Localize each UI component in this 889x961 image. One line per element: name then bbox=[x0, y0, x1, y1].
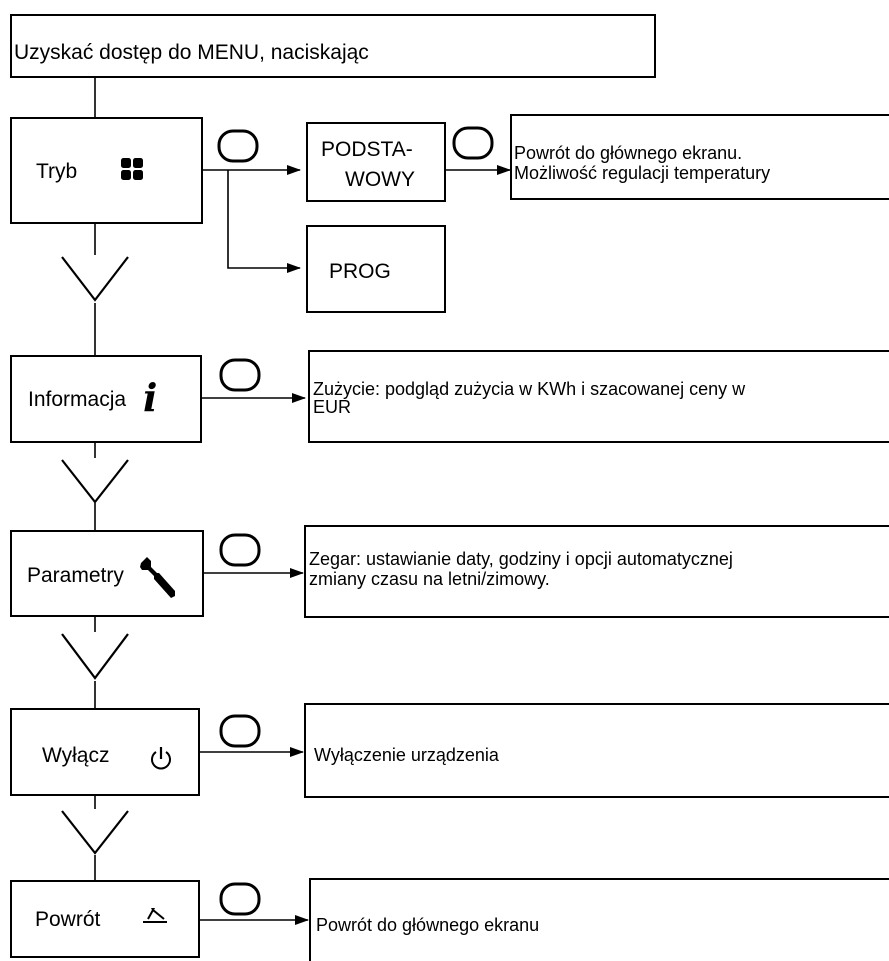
rounded-button-icon bbox=[219, 714, 261, 748]
description-line: EUR bbox=[313, 397, 352, 417]
description-line: Powrót do głównego ekranu. bbox=[514, 143, 743, 163]
info-icon: i bbox=[143, 375, 158, 420]
menu-item-label: Informacja bbox=[28, 388, 127, 411]
rounded-button-icon bbox=[219, 882, 261, 916]
chevron-down-icon bbox=[61, 256, 129, 302]
description-wylacz: Wyłączenie urządzenia bbox=[304, 703, 889, 798]
description-powrot: Powrót do głównego ekranu bbox=[309, 878, 889, 961]
four-squares-icon bbox=[121, 158, 143, 180]
description-line: Zegar: ustawianie daty, godziny i opcji … bbox=[309, 549, 733, 569]
menu-access-box: Uzyskać dostęp do MENU, naciskając bbox=[10, 14, 656, 78]
chevron-down-icon bbox=[61, 810, 129, 855]
rounded-button-icon bbox=[219, 533, 261, 567]
description-parametry: Zegar: ustawianie daty, godziny i opcji … bbox=[304, 525, 889, 618]
return-arrow-icon bbox=[143, 908, 167, 923]
menu-access-text: Uzyskać dostęp do MENU, naciskając bbox=[14, 41, 369, 64]
description-line: Zużycie: podgląd zużycia w KWh i szacowa… bbox=[313, 379, 746, 399]
menu-item-informacja: Informacja i bbox=[10, 355, 202, 443]
description-line: zmiany czasu na letni/zimowy. bbox=[309, 569, 550, 589]
description-line: Wyłączenie urządzenia bbox=[314, 745, 499, 765]
option-prog-label: PROG bbox=[329, 260, 391, 283]
menu-item-powrot: Powrót bbox=[10, 880, 200, 958]
description-informacja: Zużycie: podgląd zużycia w KWh i szacowa… bbox=[308, 350, 889, 443]
menu-item-label: Powrót bbox=[35, 908, 101, 931]
option-podstawowy-line1: PODSTA- bbox=[321, 138, 413, 161]
wrench-icon bbox=[140, 557, 175, 598]
menu-item-tryb: Tryb bbox=[10, 117, 203, 224]
option-podstawowy-line2: WOWY bbox=[345, 168, 415, 191]
description-line: Powrót do głównego ekranu bbox=[316, 915, 540, 935]
menu-item-wylacz: Wyłącz bbox=[10, 708, 200, 796]
power-icon bbox=[151, 747, 171, 770]
description-podstawowy: Powrót do głównego ekranu. Możliwość reg… bbox=[510, 114, 889, 200]
menu-item-parametry: Parametry bbox=[10, 530, 204, 617]
arrow-to-prog bbox=[227, 170, 301, 273]
menu-item-label: Parametry bbox=[27, 564, 124, 587]
rounded-button-icon bbox=[217, 129, 259, 163]
rounded-button-icon bbox=[452, 126, 494, 160]
chevron-down-icon bbox=[61, 633, 129, 680]
chevron-down-icon bbox=[61, 459, 129, 504]
menu-item-label: Tryb bbox=[36, 160, 78, 183]
description-line: Możliwość regulacji temperatury bbox=[514, 163, 771, 183]
menu-item-label: Wyłącz bbox=[42, 744, 110, 767]
option-podstawowy: PODSTA- WOWY bbox=[306, 122, 446, 202]
option-prog: PROG bbox=[306, 225, 446, 313]
rounded-button-icon bbox=[219, 358, 261, 392]
